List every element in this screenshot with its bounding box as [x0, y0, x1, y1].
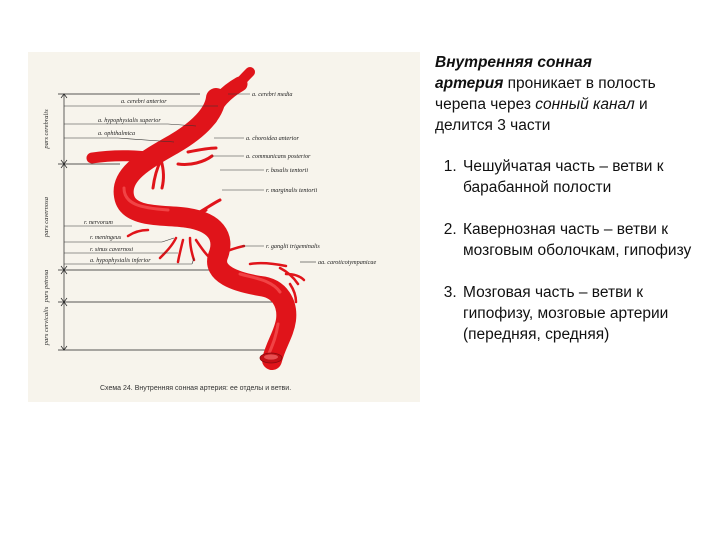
intro-text-1: проникает в полость черепа через: [435, 75, 656, 113]
label-communicans-posterior: a. communicans posterior: [246, 153, 311, 160]
description-text: Внутренняя сонная артерия проникает в пол…: [435, 52, 697, 366]
leader-lines: [64, 93, 316, 265]
list-item: Чешуйчатая часть – ветви к барабанной по…: [461, 156, 697, 198]
label-sinus-cavernosi: r. sinus cavernosi: [90, 246, 133, 253]
list-item: Кавернозная часть – ветви к мозговым обо…: [461, 219, 697, 261]
label-meningeus: r. meningeus: [90, 234, 122, 241]
artery-figure: pars cerebralis pars cavernosa pars petr…: [28, 52, 420, 402]
list-item: Мозговая часть – ветви к гипофизу, мозго…: [461, 282, 697, 345]
label-basalis-tentorii: r. basalis tentorii: [266, 167, 308, 174]
label-ophthalmica: a. ophthalmica: [98, 130, 135, 137]
label-hypophysialis-inferior: a. hypophysialis inferior: [90, 257, 151, 264]
section-bracket: [58, 93, 276, 351]
internal-carotid-artery: [86, 67, 306, 370]
intro-paragraph: Внутренняя сонная артерия проникает в пол…: [435, 52, 697, 136]
pars-cavernosa-label: pars cavernosa: [43, 197, 50, 238]
figure-caption: Схема 24. Внутренняя сонная артерия: ее …: [100, 385, 291, 392]
label-ganglii-trigeminalis: r. ganglii trigeminalis: [266, 243, 320, 250]
label-caroticotympanicae: aa. caroticotympanicae: [318, 259, 376, 266]
label-cerebri-anterior: a. cerebri anterior: [121, 98, 167, 105]
label-choroidea-anterior: a. choroidea anterior: [246, 135, 299, 142]
intro-term-2: артерия: [435, 75, 504, 92]
label-marginalis-tentorii: r. marginalis tentorii: [266, 187, 317, 194]
pars-petrosa-label: pars petrosa: [43, 270, 50, 303]
internal-carotid-diagram: pars cerebralis pars cavernosa pars petr…: [43, 67, 376, 392]
label-cerebri-media: a. cerebri media: [252, 91, 293, 98]
label-hypophysialis-superior: a. hypophysialis superior: [98, 117, 161, 124]
intro-canal: сонный канал: [535, 96, 635, 113]
pars-cerebralis-label: pars cerebralis: [43, 109, 50, 150]
intro-text-2: и делится 3 части: [435, 96, 648, 134]
label-nervorum: r. nervorum: [84, 219, 113, 226]
parts-list: Чешуйчатая часть – ветви к барабанной по…: [435, 156, 697, 345]
intro-term-1: Внутренняя сонная: [435, 54, 592, 71]
pars-cervicalis-label: pars cervicalis: [43, 306, 50, 346]
